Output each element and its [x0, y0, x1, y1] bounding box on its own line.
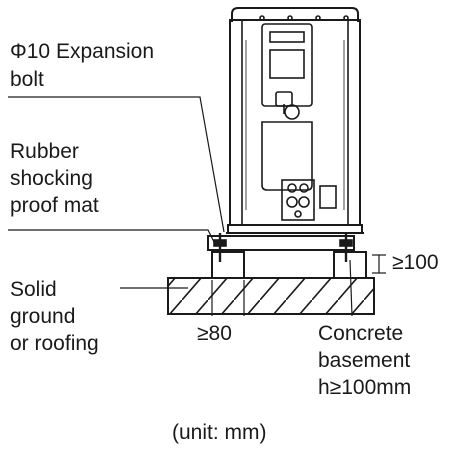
- height-dimension-label: ≥100: [392, 251, 439, 274]
- mat-label-line2: shocking: [10, 167, 93, 190]
- unit-note: (unit: mm): [172, 421, 267, 444]
- width-dimension: [211, 280, 245, 316]
- solid-ground: [167, 277, 375, 315]
- base-frame: [226, 224, 364, 234]
- expansion-bolts: [218, 233, 348, 262]
- ground-label-line3: or roofing: [10, 332, 99, 355]
- rubber-mat: [207, 235, 355, 251]
- mat-label-line1: Rubber: [10, 140, 79, 163]
- leader-lines: [8, 96, 353, 317]
- bolt-label-line1: Φ10 Expansion: [10, 40, 155, 63]
- ground-label-line1: Solid: [10, 278, 57, 301]
- basement-label-line2: basement: [318, 349, 411, 372]
- bolt-label-line2: bolt: [10, 68, 44, 91]
- height-dimension: [372, 254, 386, 274]
- mat-label-line3: proof mat: [10, 194, 99, 217]
- ground-label-line2: ground: [10, 305, 76, 328]
- concrete-basements: [211, 251, 367, 279]
- basement-label-line3: h≥100mm: [318, 376, 412, 399]
- outdoor-unit: [229, 7, 361, 226]
- width-dimension-label: ≥80: [197, 322, 232, 345]
- basement-label-line1: Concrete: [318, 322, 404, 345]
